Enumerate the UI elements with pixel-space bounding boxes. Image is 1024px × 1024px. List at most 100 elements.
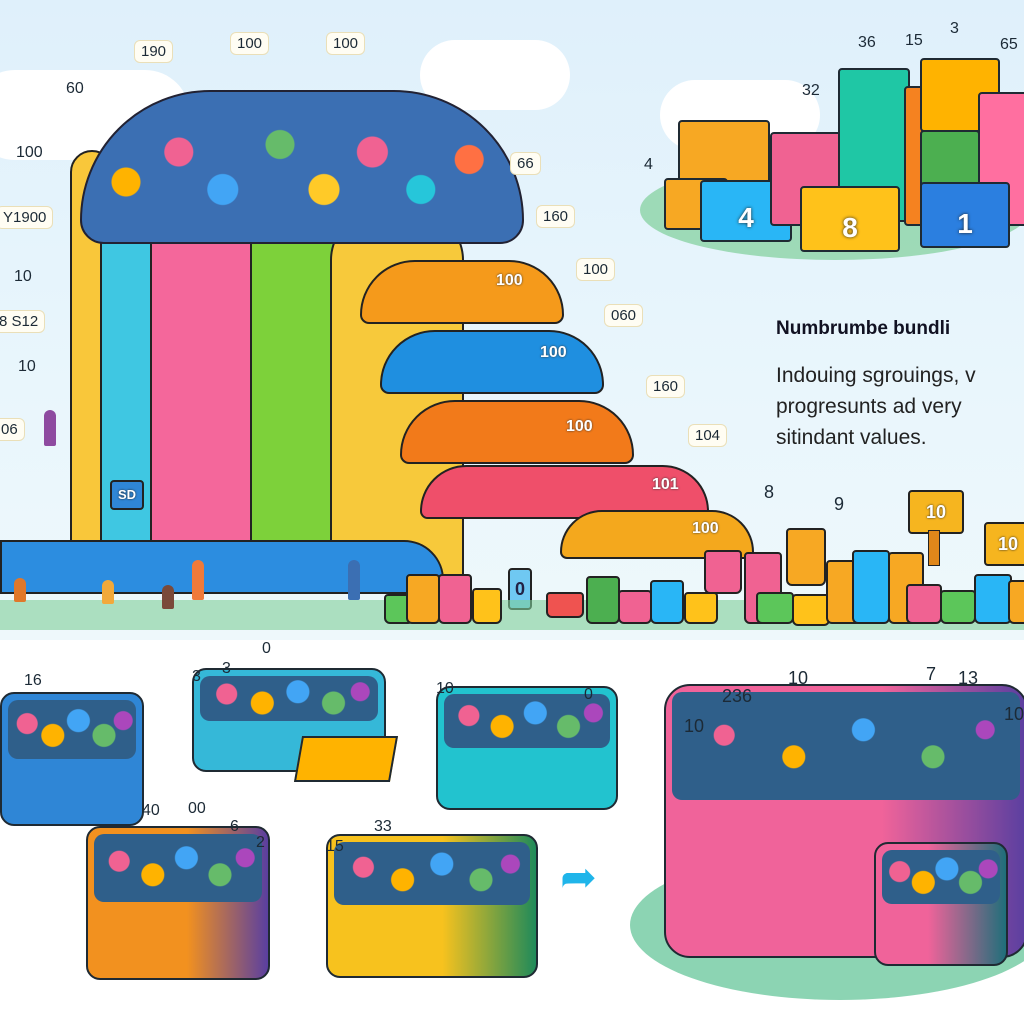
cylinder xyxy=(650,580,684,624)
bin-label: 10 xyxy=(788,668,809,688)
cylinder xyxy=(940,590,976,624)
cloud xyxy=(420,40,570,110)
cube-label: 4 xyxy=(644,156,653,173)
callout: 66 xyxy=(510,152,541,175)
label: 10 xyxy=(14,268,32,285)
bin-label: 15 xyxy=(326,838,344,855)
bin-label: 236 xyxy=(722,686,753,706)
cube-label: 3 xyxy=(950,20,959,37)
cube-number: 4 xyxy=(738,202,754,233)
bin-label: 3 xyxy=(192,668,201,685)
cube-label: 32 xyxy=(802,82,820,99)
bin-drawer xyxy=(293,736,399,782)
cylinder xyxy=(786,528,826,586)
cylinder xyxy=(756,592,794,624)
band-4-label: 101 xyxy=(652,476,679,493)
cylinder xyxy=(852,550,890,624)
band-2-label: 100 xyxy=(540,344,567,361)
label: 100 xyxy=(230,32,270,55)
rings xyxy=(94,834,262,902)
callout: 060 xyxy=(604,304,644,327)
bin-label: 0 xyxy=(262,640,271,657)
rings xyxy=(8,700,136,759)
band-1 xyxy=(360,260,564,324)
person-figure xyxy=(44,410,56,446)
label: 8 S12 xyxy=(0,310,46,333)
bin-label: 10 xyxy=(684,716,705,736)
value-sign: 10 xyxy=(984,522,1024,566)
bin xyxy=(436,686,618,810)
cylinder xyxy=(618,590,652,624)
cylinder xyxy=(586,576,620,624)
small-bin xyxy=(874,842,1008,966)
person-figure xyxy=(192,560,204,600)
bin-label: 10 xyxy=(436,680,454,697)
cylinder xyxy=(472,588,502,624)
band-5-label: 100 xyxy=(692,520,719,537)
person-figure xyxy=(348,560,360,600)
cylinder xyxy=(684,592,718,624)
description-line: sitindant values. xyxy=(776,426,927,449)
rings xyxy=(200,676,378,721)
rings xyxy=(882,850,1000,904)
cube-number: 1 xyxy=(957,208,973,239)
callout: 100 xyxy=(576,258,616,281)
cylinder xyxy=(704,550,742,594)
curved-arrow-right-icon: ➦ xyxy=(560,853,597,902)
rings xyxy=(444,694,610,748)
bin-label: 40 xyxy=(142,802,160,819)
heading: Numbrumbe bundli xyxy=(776,318,951,339)
bin-label: 2 xyxy=(256,834,265,851)
description: Indouing sgrouings, v progresunts ad ver… xyxy=(776,360,976,453)
bin xyxy=(86,826,270,980)
callout: 160 xyxy=(646,375,686,398)
bin-label: 7 xyxy=(926,664,937,684)
cylinder xyxy=(906,584,942,624)
label: 10 xyxy=(18,358,36,375)
bin xyxy=(0,692,144,826)
bin-label: 10 xyxy=(1004,704,1024,724)
cylinder xyxy=(438,574,472,624)
label: 190 xyxy=(134,40,174,63)
base-band xyxy=(0,540,444,594)
cube: 8 xyxy=(800,186,900,252)
cylinder-label: 9 xyxy=(834,494,845,514)
cube-number: 8 xyxy=(842,212,858,243)
label: Y1900 xyxy=(0,206,54,229)
description-line: progresunts ad very xyxy=(776,395,962,418)
label: 60 xyxy=(66,80,84,97)
cylinder xyxy=(546,592,584,618)
callout: 104 xyxy=(688,424,728,447)
sign-post xyxy=(928,530,940,566)
cylinder xyxy=(406,574,440,624)
bin-label: 0 xyxy=(584,686,593,703)
label: 100 xyxy=(16,144,43,161)
cube xyxy=(678,120,770,184)
cube: 1 xyxy=(920,182,1010,248)
cylinder-label: 8 xyxy=(764,482,775,502)
ring-pile xyxy=(80,90,524,244)
band-3-label: 100 xyxy=(566,418,593,435)
cylinder xyxy=(1008,580,1024,624)
person-figure xyxy=(162,585,174,609)
person-figure xyxy=(102,580,114,604)
bin-label: 00 xyxy=(188,800,206,817)
cube-label: 15 xyxy=(905,32,923,49)
person-figure xyxy=(14,578,26,602)
cube-label: 36 xyxy=(858,34,876,51)
rings xyxy=(334,842,530,905)
bin xyxy=(326,834,538,978)
bin xyxy=(192,668,386,772)
cube-label: 65 xyxy=(1000,36,1018,53)
bin-label: 16 xyxy=(24,672,42,689)
bin-label: 33 xyxy=(374,818,392,835)
bin-label: 13 xyxy=(958,668,979,688)
value-sign: 10 xyxy=(908,490,964,534)
band-2 xyxy=(380,330,604,394)
cylinder xyxy=(974,574,1012,624)
bin-label: 3 xyxy=(222,660,231,677)
marker-sd: SD xyxy=(110,480,144,510)
cylinder xyxy=(792,594,830,626)
band-1-label: 100 xyxy=(496,272,523,289)
